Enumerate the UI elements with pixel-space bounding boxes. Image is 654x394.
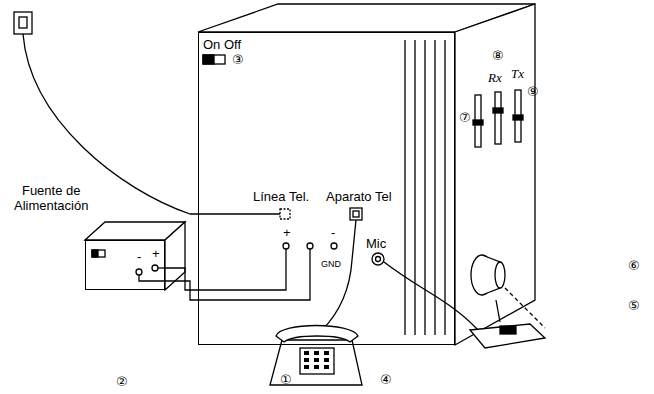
- callout-number: ③: [232, 52, 244, 67]
- supply-heading: Fuente de Alimentación: [14, 183, 88, 213]
- supply-terminal: [152, 265, 158, 271]
- switch-label: On Off: [203, 37, 241, 52]
- socket-slot: [19, 17, 27, 28]
- terminal-label: -: [331, 225, 335, 240]
- supply-wire: [158, 267, 165, 268]
- mic-cable: [384, 262, 478, 330]
- channel-label: Tx: [511, 66, 524, 81]
- phone-jack-inner: [353, 211, 359, 217]
- power-supply: Fuente de Alimentación-+: [85, 240, 165, 290]
- callout-number: ⑦: [459, 110, 471, 125]
- supply-switch-lever: [92, 250, 98, 257]
- power-switch: [203, 55, 225, 64]
- switch-lever: [203, 55, 214, 64]
- wall-socket: [14, 12, 32, 34]
- supply-terminal: [136, 269, 142, 275]
- terminal: [331, 243, 337, 249]
- callout-number: ⑥: [628, 258, 640, 273]
- slider-controls: [473, 90, 523, 147]
- device-box: On OffLínea Tel. Aparato TelMic + - GND: [198, 32, 455, 345]
- mic-jack-inner: [376, 257, 381, 262]
- channel-label: Rx: [488, 70, 502, 85]
- callout-number: ⑤: [628, 298, 640, 313]
- callout-number: ②: [116, 374, 128, 389]
- supply-wire: [139, 275, 165, 281]
- jack-label: Línea Tel.: [253, 189, 309, 204]
- callout-number: ⑧: [492, 48, 504, 63]
- mic-jack: [372, 253, 384, 265]
- terminal-label: GND: [321, 259, 341, 270]
- supply-side: [165, 222, 185, 290]
- terminal: [307, 243, 313, 249]
- terminal-label: +: [152, 246, 160, 261]
- panel-lines: [405, 40, 445, 335]
- power-wire: [198, 249, 286, 290]
- cube-side: [455, 4, 535, 345]
- phone-cord: [290, 220, 356, 338]
- callout-number: ⑨: [527, 84, 539, 99]
- jack-label: Mic: [366, 236, 386, 251]
- power-wire: [165, 281, 198, 300]
- phone-jack: [350, 208, 362, 220]
- terminal-label: -: [137, 249, 141, 264]
- line-jack: [280, 209, 290, 219]
- terminal: [283, 243, 289, 249]
- callout-number: ④: [380, 372, 392, 387]
- jack-label: Aparato Tel: [326, 189, 392, 204]
- supply-switch: [92, 250, 105, 257]
- terminal-label: +: [283, 225, 291, 240]
- callout-number: ①: [280, 372, 292, 387]
- power-wire: [198, 249, 310, 300]
- power-wire: [165, 268, 198, 290]
- microphone: [470, 255, 545, 348]
